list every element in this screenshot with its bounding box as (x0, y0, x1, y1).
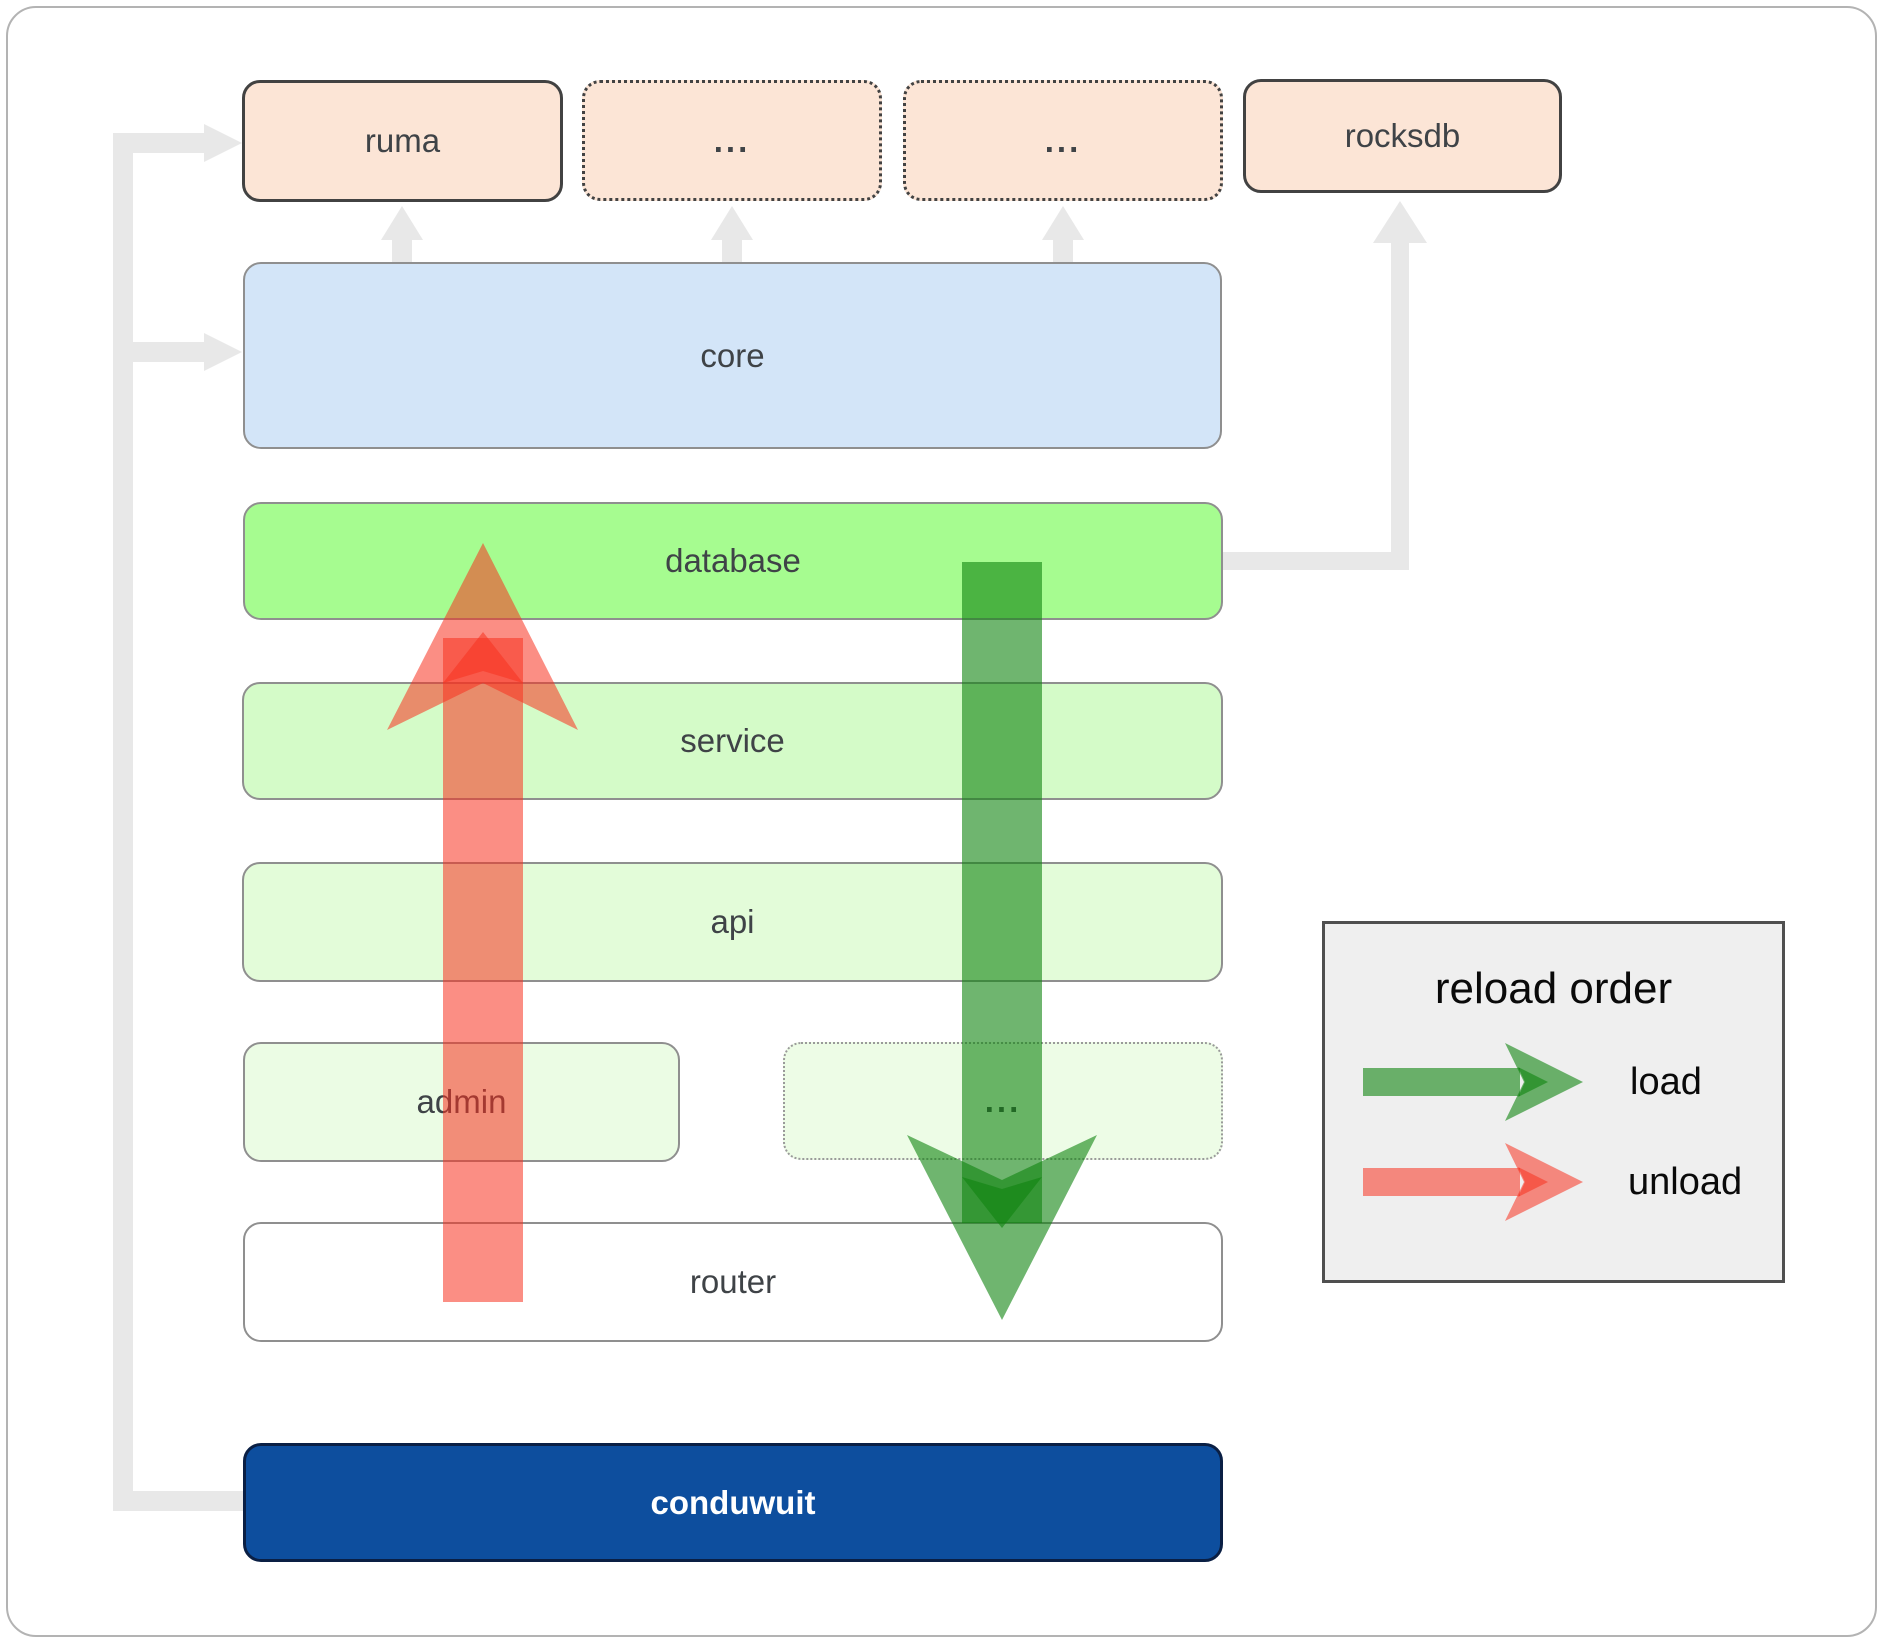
legend-load-shaft (1363, 1068, 1520, 1096)
node-api-label: api (710, 903, 755, 940)
connector-vertical (1391, 243, 1409, 570)
connector-horizontal (1223, 552, 1409, 570)
node-ellipsis-top-2-label: ... (1044, 121, 1082, 159)
legend-unload-shaft (1363, 1168, 1520, 1196)
up-arrow-head (1042, 206, 1084, 240)
up-arrow-shaft (722, 238, 742, 262)
connector-branch-ruma (113, 133, 204, 153)
node-router: router (243, 1222, 1223, 1342)
core-to-top-row-arrows (381, 206, 1084, 262)
node-rocksdb-label: rocksdb (1344, 117, 1461, 154)
legend-load-label: load (1630, 1061, 1702, 1103)
connector-branch-core (123, 342, 204, 362)
legend-unload-label: unload (1628, 1161, 1743, 1203)
legend-unload-inner-head (1518, 1167, 1548, 1197)
legend-load-arrow-icon (1363, 1043, 1583, 1121)
node-core-label: core (700, 336, 765, 374)
node-service-label: service (680, 722, 785, 759)
node-router-label: router (689, 1263, 777, 1300)
diagram-outer-frame (6, 6, 1877, 1637)
node-database-label: database (665, 542, 801, 579)
unload-arrow-shaft (443, 638, 523, 1302)
up-arrow-head (711, 206, 753, 240)
legend-unload-arrow-icon (1363, 1143, 1583, 1221)
node-ruma: ruma (242, 80, 563, 202)
connector-spine (113, 133, 133, 1511)
node-core: core (243, 262, 1222, 449)
database-to-rocksdb-connector (1223, 201, 1427, 570)
legend: reload order load unload (1322, 921, 1785, 1283)
connector-bottom-elbow (113, 1491, 243, 1511)
conduwuit-feedback-connector (113, 124, 243, 1511)
unload-arrow (387, 543, 578, 1302)
unload-arrow-inner-head (443, 632, 523, 683)
load-arrow (907, 562, 1097, 1320)
legend-title: reload order (1434, 964, 1673, 1013)
node-ruma-label: ruma (364, 122, 441, 159)
up-arrow-shaft (392, 238, 412, 262)
up-arrow-head (381, 206, 423, 240)
node-ellipsis-top-1: ... (582, 80, 882, 201)
node-api: api (242, 862, 1223, 982)
node-ellipsis-top-2: ... (903, 80, 1223, 201)
node-conduwuit-label: conduwuit (650, 1483, 816, 1521)
arrowhead-into-ruma (204, 124, 242, 162)
node-database: database (243, 502, 1223, 620)
legend-load-inner-head (1518, 1067, 1548, 1097)
load-arrow-inner-head (962, 1177, 1042, 1228)
up-arrow-shaft (1053, 238, 1073, 262)
load-arrow-shaft (962, 562, 1042, 1223)
arrowhead-into-rocksdb (1373, 201, 1427, 243)
node-rocksdb: rocksdb (1243, 79, 1562, 193)
node-conduwuit: conduwuit (243, 1443, 1223, 1562)
arrowhead-into-core (204, 333, 242, 371)
node-ellipsis-top-1-label: ... (713, 121, 751, 159)
